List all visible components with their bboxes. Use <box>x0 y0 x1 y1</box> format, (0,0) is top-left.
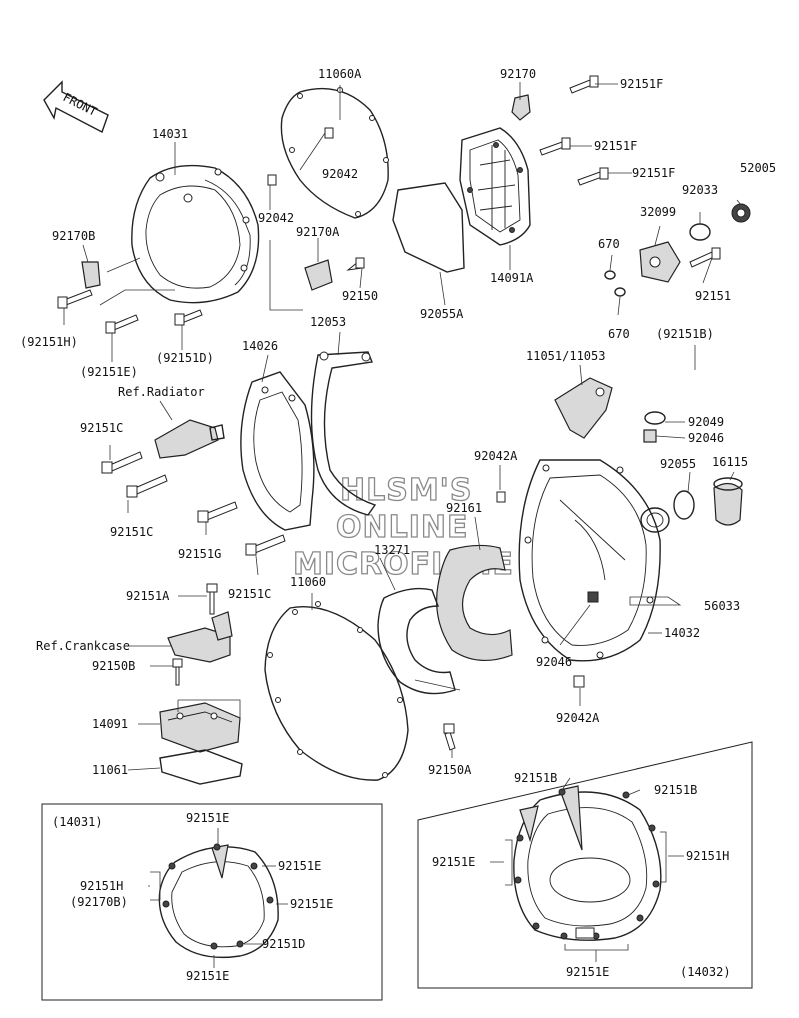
gasket-11060A <box>267 87 389 219</box>
label-92046-1: 92046 <box>688 431 724 445</box>
brackets-92170A-92170B <box>81 257 365 291</box>
label-92161: 92161 <box>446 501 482 515</box>
inset-right-left: 92151E <box>432 855 475 869</box>
label-92055: 92055 <box>660 457 696 471</box>
front-label: FRONT <box>61 90 100 119</box>
label-92151C-1: 92151C <box>80 421 123 435</box>
pins-92042A <box>496 491 585 688</box>
part-labels: 11060A 92170 92151F 92151F 92151F 14031 … <box>20 67 776 777</box>
watermark-line-2: ONLINE <box>336 510 469 545</box>
label-92151C-2: 92151C <box>110 525 153 539</box>
label-92151D-paren: (92151D) <box>156 351 214 365</box>
label-92170B: 92170B <box>52 229 95 243</box>
label-11060: 11060 <box>290 575 326 589</box>
label-ref-radiator: Ref.Radiator <box>118 385 205 399</box>
cover-14091A <box>459 127 531 246</box>
inset-14032: (14032) 92151B 92151B 92151E 92151H 9215… <box>417 741 753 989</box>
label-56033: 56033 <box>704 599 740 613</box>
bracket-92170 <box>511 94 531 121</box>
label-92170A: 92170A <box>296 225 340 239</box>
gasket-11060 <box>264 601 409 781</box>
inset-14031: (14031) 92151E 92151E 92151E 92151H (921… <box>41 803 383 1001</box>
label-92151: 92151 <box>695 289 731 303</box>
label-92033: 92033 <box>682 183 718 197</box>
label-92150: 92150 <box>342 289 378 303</box>
inset-left-right-2: 92151E <box>290 897 333 911</box>
inset-right-top-left: 92151B <box>514 771 557 785</box>
label-92151F-2: 92151F <box>594 139 637 153</box>
cover-14026 <box>240 371 315 531</box>
gasket-92055A <box>392 182 465 273</box>
gasket-11061 <box>159 749 243 785</box>
label-92151F-1: 92151F <box>620 77 663 91</box>
label-92151F-3: 92151F <box>632 166 675 180</box>
label-92150B: 92150B <box>92 659 135 673</box>
label-670-2: 670 <box>608 327 630 341</box>
bracket-11051 <box>554 377 613 439</box>
label-92046-2: 92046 <box>536 655 572 669</box>
label-92151C-3: 92151C <box>228 587 271 601</box>
left-cover-bolts-icon <box>57 289 203 334</box>
leader-lines <box>63 82 742 771</box>
cover-14032 <box>518 459 670 662</box>
inset-left-left-2: (92170B) <box>70 895 128 909</box>
inset-right-top-right: 92151B <box>654 783 697 797</box>
label-92042A-2: 92042A <box>556 711 600 725</box>
label-11060A: 11060A <box>318 67 362 81</box>
bolts-92151C-92151G-icon <box>101 451 286 556</box>
inset-left-bottom: 92151E <box>186 969 229 983</box>
oring-92055-cap-16115 <box>673 477 743 526</box>
label-92055A: 92055A <box>420 307 464 321</box>
inset-right-title: (14032) <box>680 965 731 979</box>
watermark-line-1: HLSM'S <box>340 473 472 508</box>
label-92151G: 92151G <box>178 547 221 561</box>
label-92042A-1: 92042A <box>474 449 518 463</box>
inset-left-bottom-right: 92151D <box>262 937 305 951</box>
front-arrow-icon: FRONT <box>43 80 109 133</box>
inset-left-right-1: 92151E <box>278 859 321 873</box>
radiator-bracket <box>154 419 225 459</box>
label-92151B-paren: (92151B) <box>656 327 714 341</box>
label-14091A: 14091A <box>490 271 534 285</box>
inset-left-title: (14031) <box>52 815 103 829</box>
label-11051-11053: 11051/11053 <box>526 349 605 363</box>
label-92151H-paren: (92151H) <box>20 335 78 349</box>
cover-14091 <box>159 702 241 753</box>
label-13271: 13271 <box>374 543 410 557</box>
label-92151A: 92151A <box>126 589 170 603</box>
label-16115: 16115 <box>712 455 748 469</box>
bolt-92150A-icon <box>443 723 456 751</box>
label-52005: 52005 <box>740 161 776 175</box>
label-92042-1: 92042 <box>322 167 358 181</box>
inset-right-bottom: 92151E <box>566 965 609 979</box>
label-11061: 11061 <box>92 763 128 777</box>
inset-left-top: 92151E <box>186 811 229 825</box>
crankcase-bracket <box>167 583 233 686</box>
inset-right-right: 92151H <box>686 849 729 863</box>
seals-92049-92046 <box>643 411 666 443</box>
label-670-1: 670 <box>598 237 620 251</box>
label-92151E-paren: (92151E) <box>80 365 138 379</box>
label-ref-crankcase: Ref.Crankcase <box>36 639 130 653</box>
label-92150A: 92150A <box>428 763 472 777</box>
label-14026: 14026 <box>242 339 278 353</box>
oil-pump-parts <box>604 203 751 297</box>
label-14031: 14031 <box>152 127 188 141</box>
label-92170: 92170 <box>500 67 536 81</box>
plates-92161-13271 <box>377 544 513 695</box>
label-32099: 32099 <box>640 205 676 219</box>
label-92042-2: 92042 <box>258 211 294 225</box>
bolt-92151F-icon <box>539 75 609 186</box>
cover-14031 <box>131 164 260 304</box>
label-92049: 92049 <box>688 415 724 429</box>
label-14091: 14091 <box>92 717 128 731</box>
label-14032: 14032 <box>664 626 700 640</box>
inset-left-left-1: 92151H <box>80 879 123 893</box>
label-12053: 12053 <box>310 315 346 329</box>
